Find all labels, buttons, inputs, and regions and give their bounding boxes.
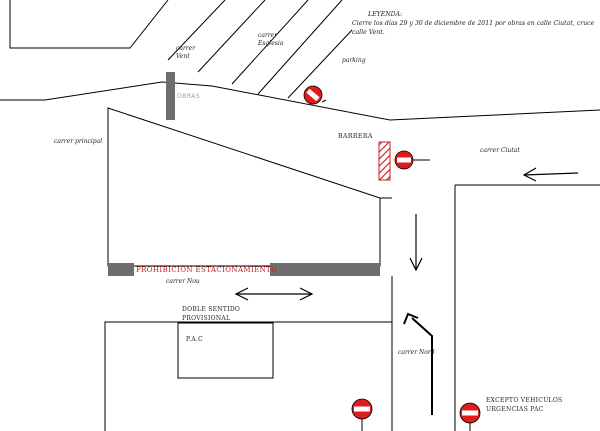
pac-label: P.A.C [186, 336, 203, 343]
two-way-label-1: DOBLE SENTIDO [182, 306, 240, 313]
pac-building [177, 322, 274, 379]
block-top-left [9, 0, 169, 49]
arrow-icon [403, 312, 433, 415]
barrier-icon [378, 141, 391, 181]
central-block [107, 107, 381, 267]
exception-label-1: EXCEPTO VEHICULOS [486, 397, 562, 404]
street-vent-label-1: carrer [176, 45, 196, 52]
two-way-label-2: PROVISIONAL [182, 315, 230, 322]
parking-label: parking [342, 57, 366, 64]
arrow-icon [409, 214, 423, 272]
street-esglesia-left-edge [231, 0, 309, 85]
street-vent-right-edge [197, 0, 266, 73]
legend-line-2: calle Vent. [352, 29, 385, 36]
street-vent-left-edge [167, 0, 226, 61]
barrera-label: BARRERA [338, 133, 373, 140]
street-vent-label-2: Vent [176, 53, 190, 60]
no-parking-strip-right [270, 263, 380, 276]
street-esglesia-right-edge [257, 0, 343, 95]
no-entry-sign-icon [351, 398, 373, 431]
parking-edge [287, 29, 353, 99]
no-entry-sign-icon [459, 402, 481, 431]
no-parking-label: PROHIBICION ESTACIONAMIENTO [136, 266, 277, 274]
street-nord-label: carrer Nord [398, 349, 435, 356]
street-esglesia-label-2: Esglesia [257, 40, 284, 47]
obras-label: OBRAS [177, 93, 200, 100]
no-entry-sign-icon [394, 150, 430, 170]
legend-title: LEYENDA: [367, 11, 402, 18]
arrow-icon [234, 287, 314, 301]
street-principal-label: carrer principal [54, 138, 102, 145]
street-esglesia-label-1: carrer [258, 32, 278, 39]
no-entry-sign-icon [303, 85, 327, 105]
block-bottom [104, 321, 392, 431]
legend-line-1: Cierre los días 29 y 30 de diciembre de … [352, 20, 595, 27]
exception-label-2: URGENCIAS PAC [486, 406, 544, 413]
principal-north-edge [0, 81, 600, 121]
street-nou-label: carrer Nou [166, 278, 200, 285]
works-obras-block [166, 72, 175, 120]
arrow-icon [522, 167, 579, 182]
no-parking-strip-left [108, 263, 134, 276]
street-ciutat-label: carrer Ciutat [480, 147, 520, 154]
